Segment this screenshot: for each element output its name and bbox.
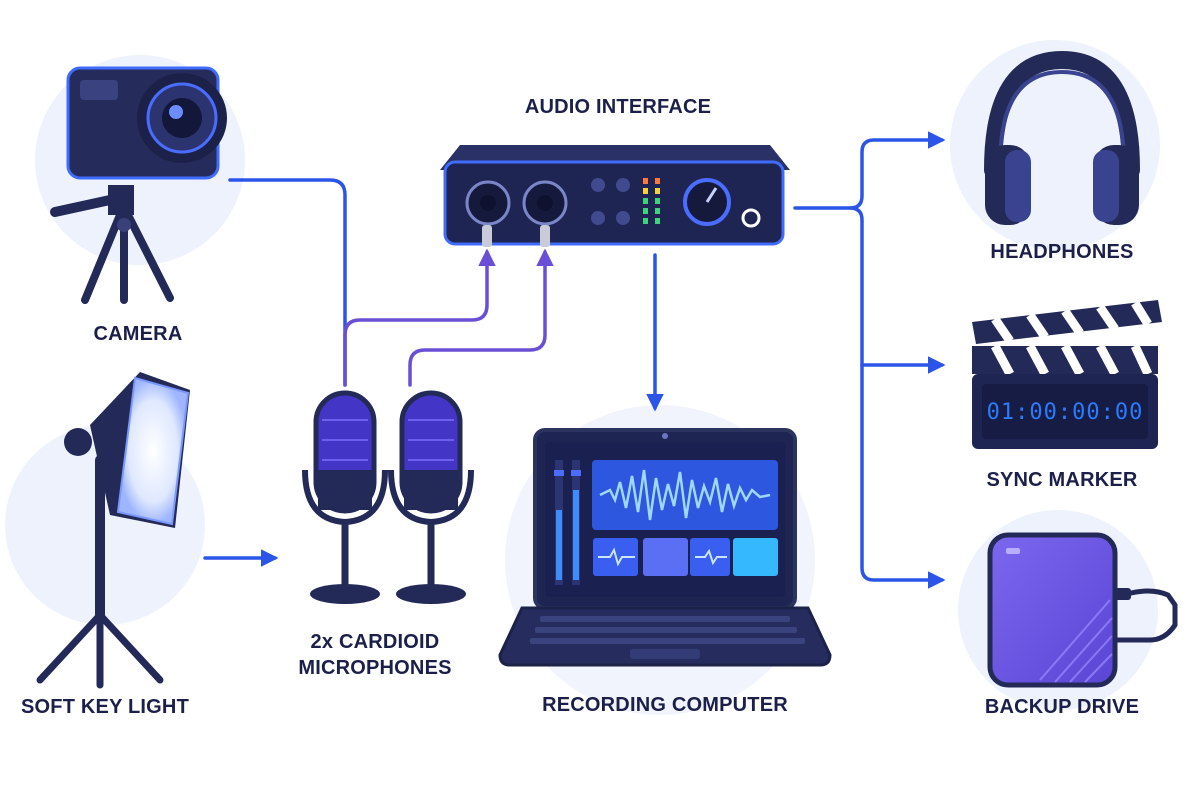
- camera-icon: [50, 66, 227, 304]
- camera-label: CAMERA: [94, 323, 183, 345]
- sync-marker-timecode: 01:00:00:00: [987, 400, 1144, 425]
- audio-interface-icon: [440, 145, 790, 247]
- external-drive-icon: [987, 532, 1178, 688]
- laptop-icon: [498, 428, 832, 667]
- softbox-light-icon: [36, 372, 190, 689]
- audio-interface-label: AUDIO INTERFACE: [525, 96, 711, 118]
- microphones-label-line1: 2x CARDIOID: [311, 631, 440, 653]
- connector-mic1-to-interface: [343, 248, 496, 387]
- microphone-icon: [302, 390, 474, 604]
- clapperboard-icon: [972, 300, 1162, 449]
- soft-key-light-label: SOFT KEY LIGHT: [21, 696, 189, 718]
- microphones-label-line2: MICROPHONES: [298, 657, 451, 679]
- connector-mic2-to-interface: [408, 248, 554, 387]
- connector-interface-to-outputs: [793, 131, 946, 210]
- backup-drive-label: BACKUP DRIVE: [985, 696, 1139, 718]
- connector-camera-to-interface: [228, 178, 347, 387]
- sync-marker-label: SYNC MARKER: [986, 469, 1137, 491]
- headphones-label: HEADPHONES: [990, 241, 1133, 263]
- connectors: [203, 131, 946, 589]
- recording-computer-label: RECORDING COMPUTER: [542, 694, 788, 716]
- headphones-icon: [984, 50, 1140, 225]
